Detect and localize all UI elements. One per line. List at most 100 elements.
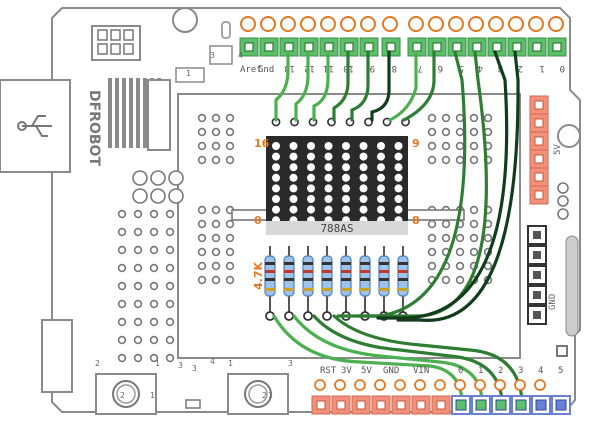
header-via: [300, 16, 316, 32]
header-via: [468, 16, 484, 32]
small-number-label: 3: [210, 51, 215, 60]
small-number-label: 3: [178, 361, 183, 370]
proto-hole: [165, 353, 175, 363]
header-label: 1: [540, 63, 545, 73]
via: [150, 188, 166, 204]
power-header-hole: [416, 400, 426, 410]
proto-hole: [211, 113, 221, 123]
proto-hole: [149, 317, 159, 327]
analog-header-pin: [495, 399, 507, 411]
power-jack: [41, 319, 73, 393]
proto-hole: [149, 353, 159, 363]
resistor-band: [379, 262, 389, 265]
proto-hole: [117, 245, 127, 255]
proto-hole: [211, 275, 221, 285]
proto-hole: [133, 245, 143, 255]
wire: [332, 50, 350, 122]
resistor-band: [303, 262, 313, 265]
proto-hole: [483, 113, 493, 123]
push-button-inner: [248, 384, 268, 404]
matrix-led: [377, 152, 385, 161]
resistor-body: [321, 255, 333, 297]
analog-header-label: 4: [538, 366, 543, 376]
proto-hole: [149, 299, 159, 309]
matrix-led: [307, 173, 315, 182]
proto-hole: [441, 113, 451, 123]
resistor-band: [341, 262, 351, 265]
matrix-led: [307, 142, 315, 150]
analog-header-label: 5: [558, 366, 563, 376]
resistor-end: [303, 311, 313, 321]
matrix-led: [377, 142, 385, 150]
proto-hole: [455, 233, 465, 243]
proto-hole: [165, 317, 175, 327]
analog-header-label: 1: [478, 366, 483, 376]
header-pin-hole: [412, 42, 422, 52]
matrix-led: [342, 195, 350, 203]
power-header-label: RST: [320, 366, 337, 376]
proto-hole: [149, 263, 159, 273]
power-header-hole: [316, 400, 326, 410]
analog-header-pin: [535, 399, 547, 411]
matrix-led: [377, 184, 385, 193]
analog-header-label: 3: [518, 366, 523, 376]
matrix-led: [394, 163, 403, 172]
wire: [402, 50, 436, 122]
header-via: [314, 379, 326, 391]
matrix-led: [324, 184, 333, 193]
matrix-label-plate: [266, 221, 408, 235]
analog-header-label: 0: [458, 366, 463, 376]
resistor-band: [360, 262, 370, 265]
header-via: [428, 16, 444, 32]
matrix-led: [342, 173, 350, 182]
header-via: [548, 16, 564, 32]
orange-header-hole: [534, 172, 544, 182]
power-header-hole: [396, 400, 406, 410]
matrix-model-label: 788AS: [320, 222, 353, 235]
proto-hole: [117, 335, 127, 345]
resistor-band: [322, 270, 332, 273]
proto-hole: [427, 233, 437, 243]
brand-label: DFROBOT: [86, 90, 102, 166]
via: [168, 188, 184, 204]
ic-pin: [108, 78, 112, 148]
via: [150, 170, 166, 186]
via: [168, 170, 184, 186]
resistor-body: [264, 255, 276, 297]
proto-hole: [427, 247, 437, 257]
matrix-corner-label-br: 8: [412, 214, 420, 227]
resistor-band: [398, 262, 408, 265]
jumper: [175, 67, 205, 83]
matrix-led: [342, 205, 350, 214]
matrix-led: [289, 173, 298, 182]
black-header-hole: [533, 291, 541, 299]
proto-hole: [165, 299, 175, 309]
ic-pin: [115, 78, 119, 148]
power-header-hole: [336, 400, 346, 410]
header-via: [260, 16, 276, 32]
proto-hole: [165, 335, 175, 345]
proto-hole: [225, 155, 235, 165]
proto-hole: [117, 209, 127, 219]
proto-hole: [441, 127, 451, 137]
header-via: [514, 379, 526, 391]
orange-header-hole: [534, 136, 544, 146]
via: [557, 182, 569, 194]
wire: [396, 50, 520, 322]
resistor-body: [359, 255, 371, 297]
resistor-body: [302, 255, 314, 297]
proto-hole: [441, 141, 451, 151]
resistor-body: [340, 255, 352, 297]
header-pin-hole: [386, 42, 396, 52]
header-via: [394, 379, 406, 391]
matrix-led: [377, 173, 385, 182]
resistor-band: [360, 270, 370, 273]
proto-hole: [455, 261, 465, 271]
resistor-end: [284, 311, 294, 321]
header-label: 0: [560, 63, 565, 73]
header-label: Aref: [240, 65, 262, 75]
matrix-body: [266, 136, 408, 229]
matrix-led: [359, 205, 368, 214]
resistor-band: [341, 270, 351, 273]
